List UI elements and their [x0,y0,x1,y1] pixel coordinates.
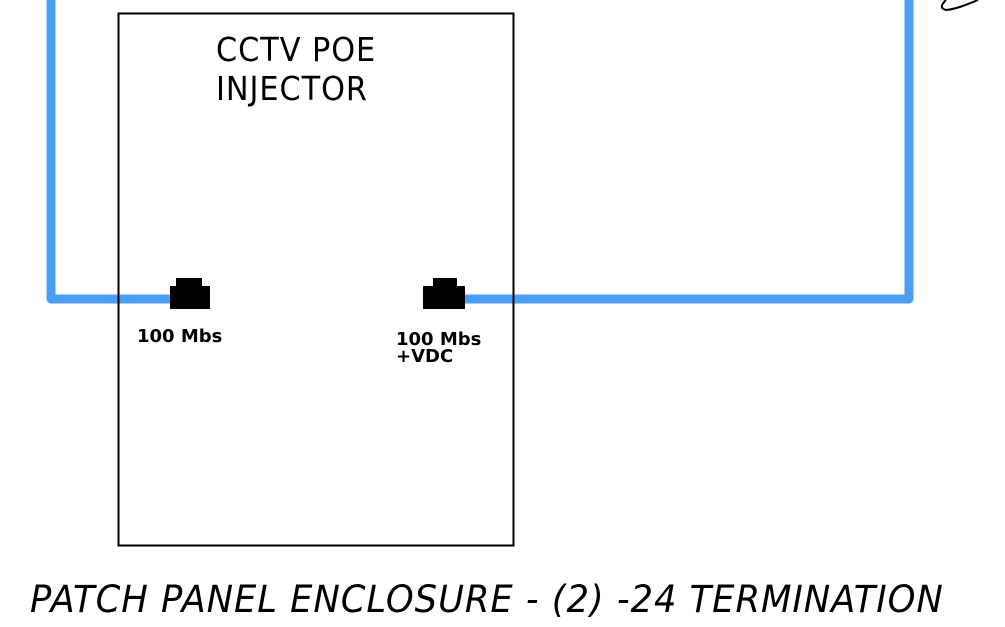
enclosure-caption: PATCH PANEL ENCLOSURE - (2) -24 TERMINAT… [30,578,944,621]
port-left-speed: 100 Mbs [137,326,223,347]
offscreen-shape-fragment [940,0,979,12]
rj45-port-right-icon [423,278,465,309]
device-title-line2: INJECTOR [216,69,368,108]
rj45-port-left-icon [170,278,210,309]
port-label-left: 100 Mbs [137,326,223,347]
cable-left [46,0,180,304]
poe-injector-box [117,12,515,547]
port-right-power: +VDC [396,346,454,367]
device-title: CCTV POE INJECTOR [216,30,418,108]
device-title-line1: CCTV POE [216,30,377,69]
cable-right [455,0,914,304]
port-label-right: 100 Mbs +VDC [396,329,482,367]
port-right-speed: 100 Mbs [396,329,482,350]
